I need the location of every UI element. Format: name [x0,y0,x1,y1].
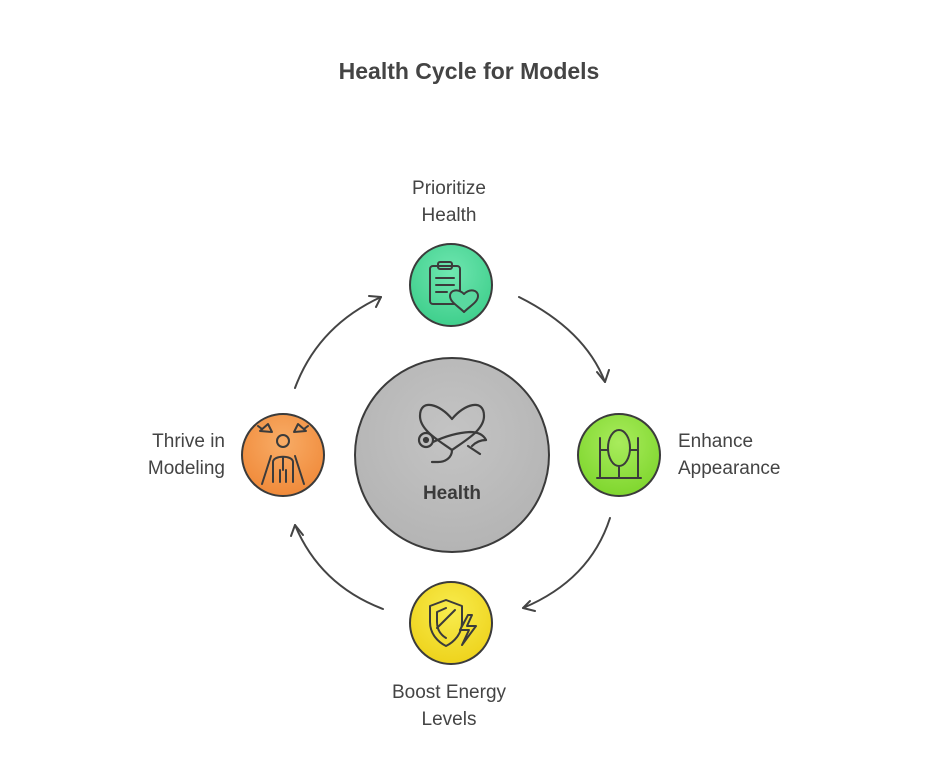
step-circle-thrive-modeling [241,413,325,497]
step-circle-enhance-appearance [577,413,661,497]
diagram-title: Health Cycle for Models [338,58,600,84]
step-label-boost-energy: Boost Energy Levels [349,679,549,733]
step-label-line1: Prioritize [412,178,486,199]
arrowhead-top [368,295,382,308]
center-label: Health [422,483,482,504]
arrow-right-to-bottom [522,517,611,609]
step-label-line2: Modeling [147,458,225,479]
clipboard-heart-icon [429,261,479,313]
arrow-top-to-right [518,296,606,383]
step-label-line2: Levels [421,709,477,730]
arrowhead-bottom [522,600,536,612]
arrowhead-right [596,369,610,383]
step-circle-boost-energy [409,581,493,665]
step-label-enhance-appearance: Enhance Appearance [678,428,858,482]
step-label-line1: Thrive in [152,431,225,452]
step-label-thrive-modeling: Thrive in Modeling [100,428,225,482]
mirror-icon [596,429,642,479]
step-label-line2: Appearance [678,458,781,479]
step-label-prioritize-health: Prioritize Health [369,175,529,229]
step-label-line2: Health [421,205,477,226]
model-spotlight-icon [257,423,309,485]
heart-stethoscope-icon [417,403,488,464]
step-label-line1: Boost Energy [391,682,507,703]
arrow-left-to-top [294,296,382,389]
arrow-bottom-to-left [294,524,384,610]
step-label-line1: Enhance [678,431,754,452]
arrowhead-left [290,524,304,537]
shield-lightning-icon [429,599,477,647]
